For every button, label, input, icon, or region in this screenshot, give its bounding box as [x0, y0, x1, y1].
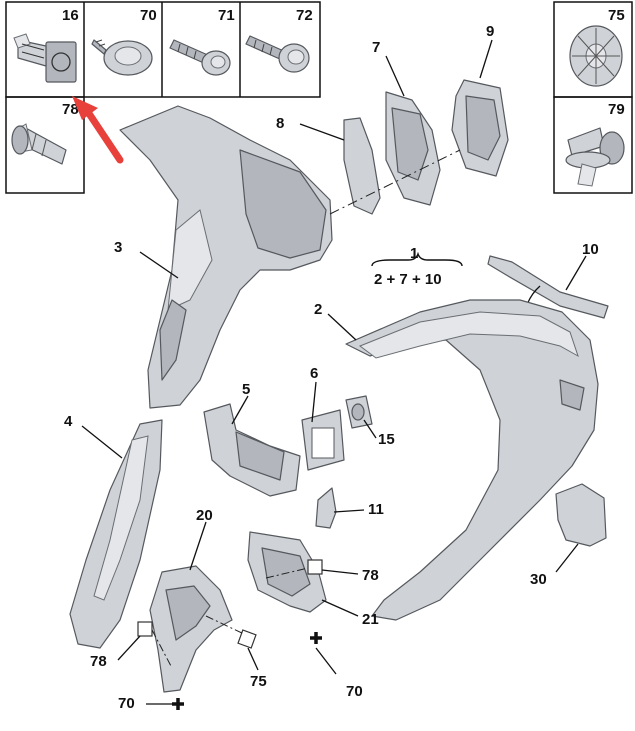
leader-11 — [333, 509, 365, 513]
callout-21: 21 — [362, 611, 379, 628]
leader-6 — [311, 381, 317, 423]
leader-21 — [321, 599, 359, 617]
inset-panel-right: 75 79 — [553, 1, 633, 194]
inset-box-78 — [5, 96, 85, 194]
callout-8: 8 — [276, 115, 284, 132]
formula-number: 1 — [410, 245, 418, 262]
clip-75-drawing — [569, 25, 623, 87]
screw-71-drawing — [169, 39, 231, 76]
callout-15: 15 — [378, 431, 395, 448]
leader-7 — [385, 55, 405, 97]
part-9-housing — [451, 79, 509, 177]
callout-10: 10 — [582, 241, 599, 258]
part-6-frame — [301, 409, 345, 471]
part-11-clip — [315, 487, 337, 529]
part-20-liner — [149, 565, 233, 693]
leader-70-right — [315, 647, 337, 675]
assembly-formula: 1 2 + 7 + 10 — [371, 245, 463, 288]
inset-label-72: 72 — [296, 7, 313, 24]
clip-16-drawing — [13, 33, 77, 83]
leader-30 — [555, 543, 579, 573]
inset-label-79: 79 — [608, 101, 625, 118]
part-5-bracket — [203, 403, 301, 497]
callout-11: 11 — [368, 501, 384, 518]
inset-panel-left: 16 70 71 72 78 — [5, 1, 321, 194]
inset-label-75: 75 — [608, 7, 625, 24]
formula-expression: 2 + 7 + 10 — [374, 271, 442, 288]
leader-8 — [299, 123, 345, 141]
part-30-mudflap — [555, 483, 607, 547]
part-4-lower-pillar — [69, 419, 163, 649]
callout-9: 9 — [486, 23, 494, 40]
part-8-plate — [343, 117, 381, 215]
fastener-square-75 — [237, 629, 257, 649]
leader-75 — [247, 647, 259, 671]
callout-30: 30 — [530, 571, 547, 588]
axis-78-right — [265, 567, 309, 579]
inset-label-78: 78 — [62, 101, 79, 118]
part-7-bracket — [385, 91, 441, 206]
callout-5: 5 — [242, 381, 250, 398]
leader-2 — [327, 313, 357, 341]
part-2-quarter-panel — [345, 299, 599, 621]
inset-label-71: 71 — [218, 7, 235, 24]
callout-20: 20 — [196, 507, 213, 524]
part-10-strip — [487, 255, 609, 319]
axis-78-left — [151, 629, 173, 669]
part-3-inner-panel — [119, 105, 333, 409]
screw-70-drawing — [91, 39, 153, 76]
leader-5 — [231, 395, 249, 425]
inset-box-79 — [553, 96, 633, 194]
fastener-square-78-left — [137, 621, 153, 637]
leader-78-right — [321, 569, 359, 575]
clip-79-drawing — [565, 127, 625, 187]
callout-70-right: 70 — [346, 683, 363, 700]
fastener-square-78-right — [307, 559, 323, 575]
inset-box-top-row — [5, 1, 321, 98]
screw-72-drawing — [245, 35, 310, 73]
leader-78-left — [117, 635, 141, 661]
inset-label-70: 70 — [140, 7, 157, 24]
callout-4: 4 — [64, 413, 73, 430]
formula-brace — [371, 251, 463, 267]
leader-4 — [81, 425, 123, 459]
callout-78-left: 78 — [90, 653, 107, 670]
callout-7: 7 — [372, 39, 380, 56]
inset-label-16: 16 — [62, 7, 79, 24]
part-15-flap — [345, 395, 373, 429]
leader-9 — [479, 39, 493, 79]
assembly-axis-line — [329, 149, 461, 215]
callout-3: 3 — [114, 239, 122, 256]
callout-70-left: 70 — [118, 695, 135, 712]
leader-15 — [363, 419, 377, 439]
leader-3 — [139, 251, 179, 279]
plus-marker-icon — [172, 698, 184, 710]
plus-marker-icon — [310, 632, 322, 644]
part-21-liner — [247, 531, 327, 613]
callout-2: 2 — [314, 301, 322, 318]
callout-78-right: 78 — [362, 567, 379, 584]
callout-6: 6 — [310, 365, 318, 382]
axis-75 — [205, 615, 245, 635]
rivet-78-drawing — [11, 123, 67, 165]
leader-10 — [565, 255, 587, 291]
leader-20 — [189, 521, 207, 571]
callout-75: 75 — [250, 673, 267, 690]
red-arrow-icon — [72, 96, 124, 164]
